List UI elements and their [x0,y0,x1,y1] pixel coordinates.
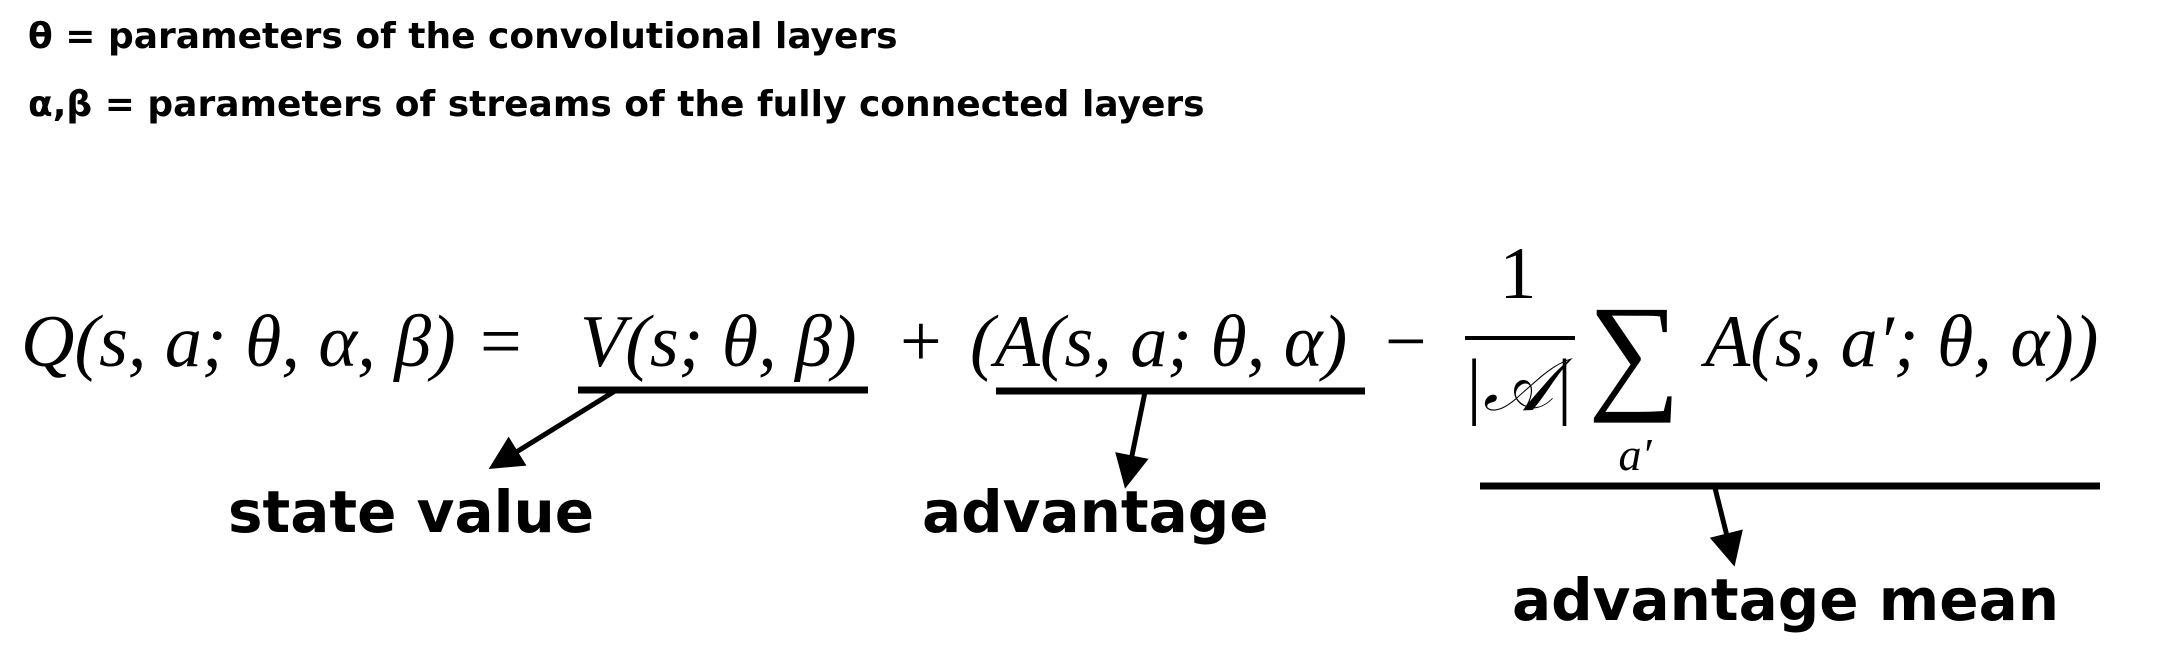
sum-symbol: ∑ [1588,280,1681,424]
legend-alpha-beta: α,β = parameters of streams of the fully… [28,84,1205,125]
advantage-mean-arrow-icon [1709,487,1743,567]
value-term: V(s; θ, β) [580,301,857,383]
equation-lhs: Q(s, a; θ, α, β) [21,301,456,383]
fraction-numerator: 1 [1500,233,1537,315]
equals-sign: = [480,301,522,383]
advantage-mean-label: advantage mean [1512,566,2059,634]
legend-theta: θ = parameters of the convolutional laye… [28,16,898,57]
minus-sign: − [1385,301,1427,383]
fraction-denominator: |𝒜| [1463,345,1574,427]
sum-index: a′ [1618,429,1652,480]
mean-term: A(s, a′; θ, α)) [1700,301,2098,383]
advantage-label: advantage [922,478,1269,546]
state-value-label: state value [228,478,594,546]
state-value-arrow-icon [488,388,617,470]
plus-sign: + [900,301,942,383]
advantage-term: (A(s, a; θ, α) [970,301,1347,383]
advantage-arrow-icon [1115,391,1149,489]
